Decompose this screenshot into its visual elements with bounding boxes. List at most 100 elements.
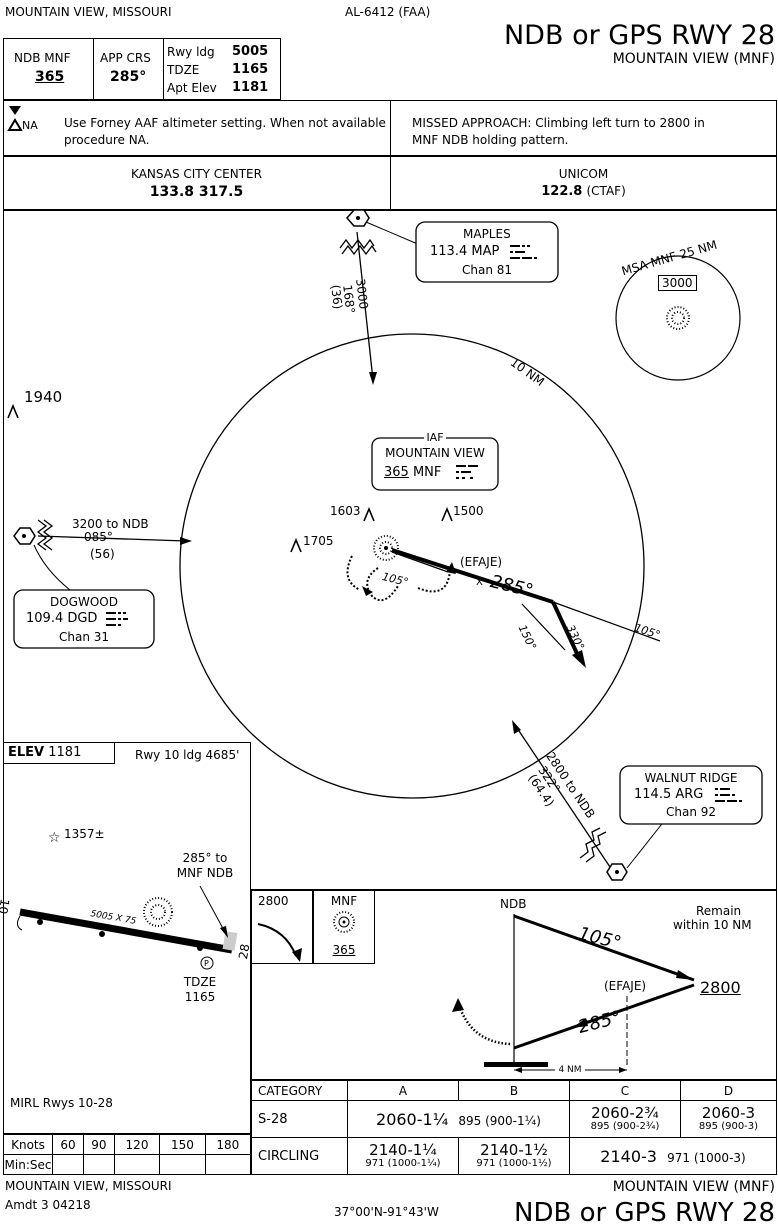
mountain-view-frequency: 365 MNF xyxy=(384,465,442,480)
footer-subtitle: MOUNTAIN VIEW (MNF) xyxy=(612,1179,775,1195)
profile-285-leg xyxy=(513,983,695,1050)
hold-turn-1 xyxy=(366,567,399,602)
rwy10-landing-distance: Rwy 10 ldg 4685' xyxy=(135,748,240,762)
dogwood-channel: Chan 31 xyxy=(58,630,110,644)
walnut-box xyxy=(619,765,763,825)
iaf-label: IAF xyxy=(424,431,446,444)
app-crs: 285° xyxy=(110,69,147,85)
dogwood-route-line xyxy=(37,535,187,542)
msa-altitude: 3000 xyxy=(658,275,697,291)
missed-approach-fix-box xyxy=(313,890,375,964)
ma-altitude: 2800 xyxy=(258,894,289,908)
maples-route-line xyxy=(356,231,374,381)
cat-d-header: D xyxy=(680,1080,777,1101)
mountain-view-morse-icon xyxy=(456,465,478,479)
walnut-frequency: 114.5 ARG xyxy=(634,787,704,802)
mirl-note: MIRL Rwys 10-28 xyxy=(10,1096,113,1110)
msa-circle xyxy=(615,255,741,381)
airport-ndb-icon xyxy=(143,897,173,927)
comms-row xyxy=(3,156,777,210)
footer-amendment: Amdt 3 04218 xyxy=(5,1198,91,1212)
apt-elev-label: Apt Elev xyxy=(167,81,217,95)
remain-note-1: Remain xyxy=(696,904,742,918)
obstacle-1603-icon xyxy=(363,506,375,522)
plan-view xyxy=(3,210,777,890)
atc-name: KANSAS CITY CENTER xyxy=(131,167,262,181)
elev-box xyxy=(3,742,115,764)
footer-title: NDB or GPS RWY 28 xyxy=(514,1198,775,1228)
hold-turn-2 xyxy=(417,569,451,593)
missed-line-2: MNF NDB holding pattern. xyxy=(412,133,569,147)
apt-elev-value: 1181 xyxy=(232,80,269,95)
obstacle-star-icon: ☆ xyxy=(48,830,61,846)
minsec-label: Min:Sec xyxy=(3,1154,53,1175)
obstacle-1940-icon xyxy=(7,403,19,419)
procedure-turn-outbound xyxy=(551,601,582,661)
profile-105-leg xyxy=(513,914,695,982)
maples-frequency: 113.4 MAP xyxy=(430,244,500,259)
profile-altitude-2800: 2800 xyxy=(700,978,741,997)
rwy-ldg-value: 5005 xyxy=(232,44,269,59)
cat-b-header: B xyxy=(458,1080,570,1101)
unicom-frequency: 122.8 (CTAF) xyxy=(541,184,626,199)
note-line-2: procedure NA. xyxy=(64,133,150,147)
maples-feather-icon xyxy=(339,238,375,250)
profile-distance: 4 NM xyxy=(540,1065,600,1075)
mountain-view-name: MOUNTAIN VIEW xyxy=(385,446,485,460)
ndb-label: NDB MNF xyxy=(14,51,71,65)
cat-a-header: A xyxy=(347,1080,459,1101)
obstacle-1500-label: 1500 xyxy=(453,504,484,518)
walnut-channel: Chan 92 xyxy=(665,805,717,819)
ndb-icon xyxy=(373,535,399,561)
efaje-x: X xyxy=(476,577,483,588)
maples-morse-icon xyxy=(510,245,537,259)
msa-center-dots xyxy=(666,306,690,330)
maples-route-arrow xyxy=(369,372,377,385)
dogwood-route-altitude: 3200 to NDB xyxy=(72,517,149,531)
obstacle-1705-icon xyxy=(290,537,302,553)
efaje-label: (EFAJE) xyxy=(460,555,503,569)
header-city-state: MOUNTAIN VIEW, MISSOURI xyxy=(5,5,172,19)
tdze-label: TDZE xyxy=(167,63,200,77)
airport-tdze: 1165 xyxy=(184,990,216,1004)
circling-label: CIRCLING xyxy=(251,1137,348,1175)
s28-label: S-28 xyxy=(251,1100,348,1138)
obstacle-1603-label: 1603 xyxy=(330,504,361,518)
maples-channel: Chan 81 xyxy=(462,263,513,277)
ma-climbing-turn-arrow xyxy=(257,923,297,957)
missed-approach-icon-box xyxy=(251,890,313,964)
ten-nm-ring xyxy=(179,333,645,799)
dogwood-name: DOGWOOD xyxy=(50,595,118,609)
chart-subtitle: MOUNTAIN VIEW (MNF) xyxy=(612,51,775,67)
dogwood-frequency: 109.4 DGD xyxy=(26,611,98,626)
note-line-1: Use Forney AAF altimeter setting. When n… xyxy=(64,116,386,130)
walnut-morse-icon xyxy=(715,788,742,802)
walnut-feather-icon xyxy=(579,827,601,859)
airport-tdze-label: TDZE xyxy=(183,975,217,989)
final-approach-course xyxy=(391,548,554,604)
footer-coordinates: 37°00'N-91°43'W xyxy=(334,1205,439,1219)
ma-fix: MNF xyxy=(330,894,358,908)
airport-obstacle: 1357± xyxy=(64,827,105,841)
minimums-table: CATEGORY A B C D S-28 2060-1¼ 895 (900-1… xyxy=(251,1080,777,1175)
timing-table: Knots 60 90 120 150 180 Min:Sec xyxy=(3,1134,252,1175)
rwy-ldg-label: Rwy ldg xyxy=(167,45,215,59)
obstacle-1500-icon xyxy=(441,506,453,522)
briefing-boxes xyxy=(3,38,281,100)
app-crs-label: APP CRS xyxy=(100,51,151,65)
dogwood-route-course: 085° xyxy=(84,530,113,544)
ma-frequency: 365 xyxy=(332,943,356,957)
profile-efaje: (EFAJE) xyxy=(604,979,647,993)
maples-name: MAPLES xyxy=(463,227,511,241)
airport-elevation: ELEV 1181 xyxy=(8,745,82,760)
obstacle-1705-label: 1705 xyxy=(303,534,334,548)
procedure-id: AL-6412 (FAA) xyxy=(345,5,431,19)
chart-title: NDB or GPS RWY 28 xyxy=(503,20,775,51)
airport-course-note-1: 285° to xyxy=(182,851,228,865)
